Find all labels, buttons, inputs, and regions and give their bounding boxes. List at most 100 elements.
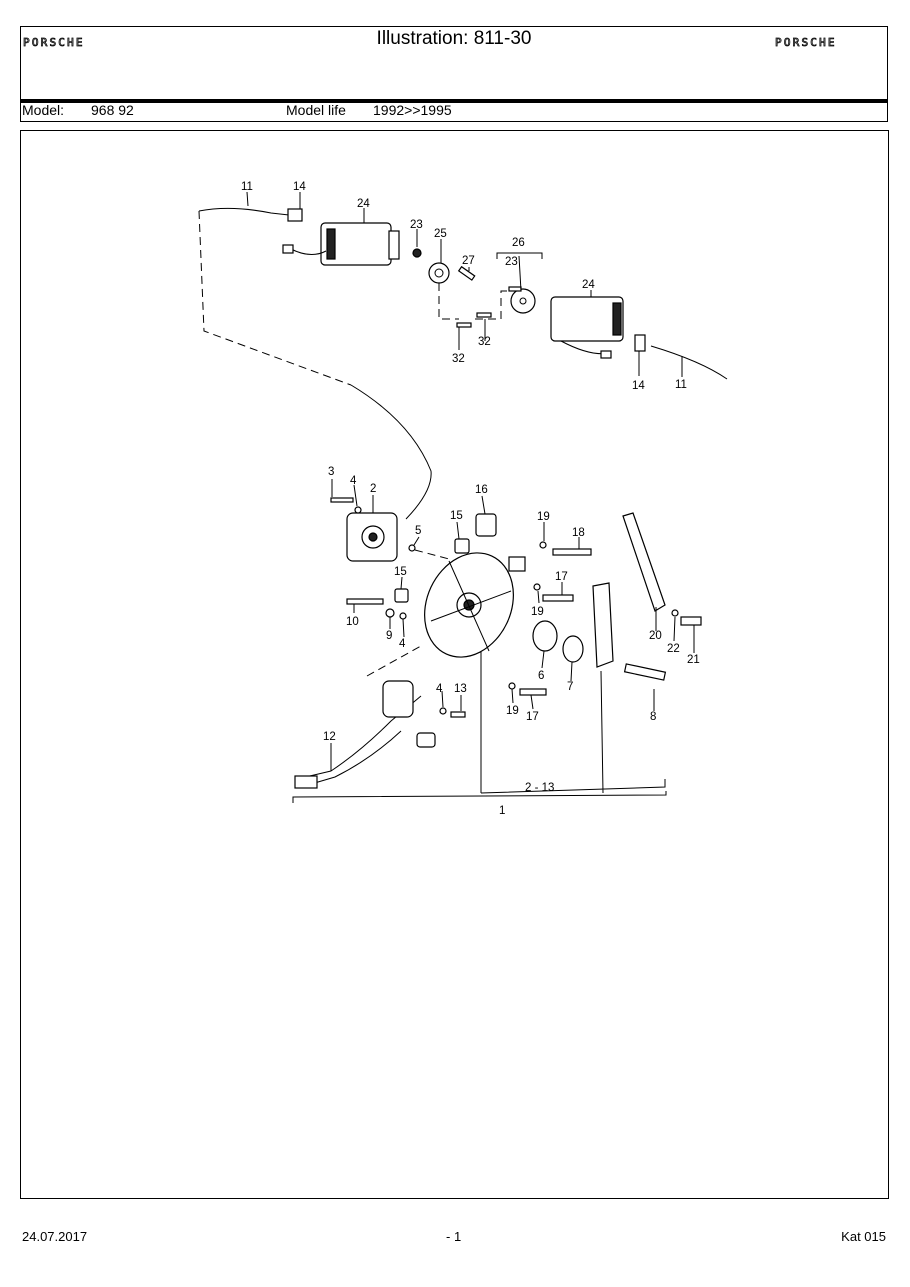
porsche-logo-right: PORSCHE [775,36,837,48]
label-13: 13 [454,683,467,695]
label-18: 18 [572,527,585,539]
footer-date: 24.07.2017 [22,1229,88,1244]
exploded-parts-diagram: 11 14 24 23 25 27 26 23 32 32 24 14 11 3… [198,181,728,817]
plate-25 [428,262,450,284]
bolt-23b [508,286,522,292]
seal-6 [532,620,558,652]
label-8: 8 [650,711,656,723]
label-32-high: 32 [478,336,491,348]
washer-19-low [508,682,516,690]
label-4-low: 4 [436,683,443,695]
label-4-top: 4 [350,475,357,487]
model-label: Model: [22,102,65,118]
link-rod-20 [622,512,666,612]
bolt-32a [456,322,472,328]
label-24-right: 24 [582,279,595,291]
svg-text:PORSCHE: PORSCHE [775,36,837,48]
footer-page: - 1 [446,1229,462,1244]
bushing-16 [475,513,497,537]
leader-bolt [475,290,521,320]
label-25: 25 [434,228,447,240]
label-leaders [246,191,695,771]
crank-arm [592,582,614,668]
motor-right [550,296,624,359]
label-12: 12 [323,731,336,743]
bolt-10 [346,598,384,605]
bolt-3 [330,497,354,503]
label-2-13: 2 - 13 [525,782,554,794]
label-9: 9 [386,630,392,642]
label-11-right: 11 [675,379,687,391]
bushing-15-left [394,588,409,603]
bolt-32b [476,312,492,318]
nut-9 [385,608,395,618]
bolt-17-top [542,594,574,602]
label-17-top: 17 [555,571,568,583]
label-14-right: 14 [632,380,645,392]
label-16: 16 [475,484,488,496]
label-14-top: 14 [293,181,306,193]
label-5: 5 [415,525,421,537]
label-23-top: 23 [410,219,423,231]
label-23-group: 23 [505,256,518,268]
header-box: PORSCHE Illustration: 811-30 PORSCHE [20,26,888,100]
label-2: 2 [370,483,376,495]
gearbox-2 [346,512,398,562]
leader-5 [414,549,450,560]
label-26: 26 [512,237,525,249]
washer-4-mid [399,612,407,620]
clamp-14-right [634,334,646,352]
model-life-value: 1992>>1995 [373,102,452,118]
label-15-left: 15 [394,566,407,578]
model-life-label: Model life [286,102,346,118]
label-21: 21 [687,654,700,666]
washer-4-low [439,707,447,715]
ring-7 [562,635,584,663]
bolt-13 [450,711,466,718]
washer-22 [671,609,679,617]
diagram-frame: 11 14 24 23 25 27 26 23 32 32 24 14 11 3… [20,130,889,1199]
bracket [508,556,526,572]
leader-cable-left [198,210,352,386]
label-6: 6 [538,670,544,682]
bolt-18 [552,548,592,556]
pin-27 [457,265,476,281]
callout-labels: 11 14 24 23 25 27 26 23 32 32 24 14 11 3… [241,181,700,817]
label-24-left: 24 [357,198,370,210]
bushing-15-top [454,538,470,554]
header-rule [20,100,888,103]
label-22: 22 [667,643,680,655]
label-27: 27 [462,255,475,267]
porsche-logo-left: PORSCHE [23,36,85,48]
label-19-mid: 19 [531,606,544,618]
svg-text:PORSCHE: PORSCHE [23,36,85,48]
washer-4-top [354,506,362,514]
wiring-harness-12 [294,680,436,789]
clamp-14-left [287,208,303,222]
plate-26 [510,288,536,314]
bolt-17-low [519,688,547,696]
label-3: 3 [328,466,334,478]
model-value: 968 92 [91,102,134,118]
label-19-top: 19 [537,511,550,523]
bracket-26 [496,252,543,259]
model-row: Model: 968 92 Model life 1992>>1995 [20,102,888,122]
footer-catalog: Kat 015 [841,1229,886,1244]
bracket-2-13 [480,651,666,794]
label-1: 1 [499,805,505,817]
bracket-1 [292,791,667,803]
label-7: 7 [567,681,573,693]
label-17-low: 17 [526,711,539,723]
cable-upper-left [198,207,290,216]
leader-plate [438,283,459,320]
label-19-low: 19 [506,705,519,717]
label-11-top: 11 [241,181,253,193]
label-4-mid: 4 [399,638,406,650]
washer-19-top [539,541,547,549]
label-10: 10 [346,616,359,628]
washer-19-mid [533,583,541,591]
label-32-low: 32 [452,353,465,365]
cable-upper-right [650,345,728,380]
illustration-title: Illustration: 811-30 [376,28,532,49]
leader-harness [366,645,422,677]
